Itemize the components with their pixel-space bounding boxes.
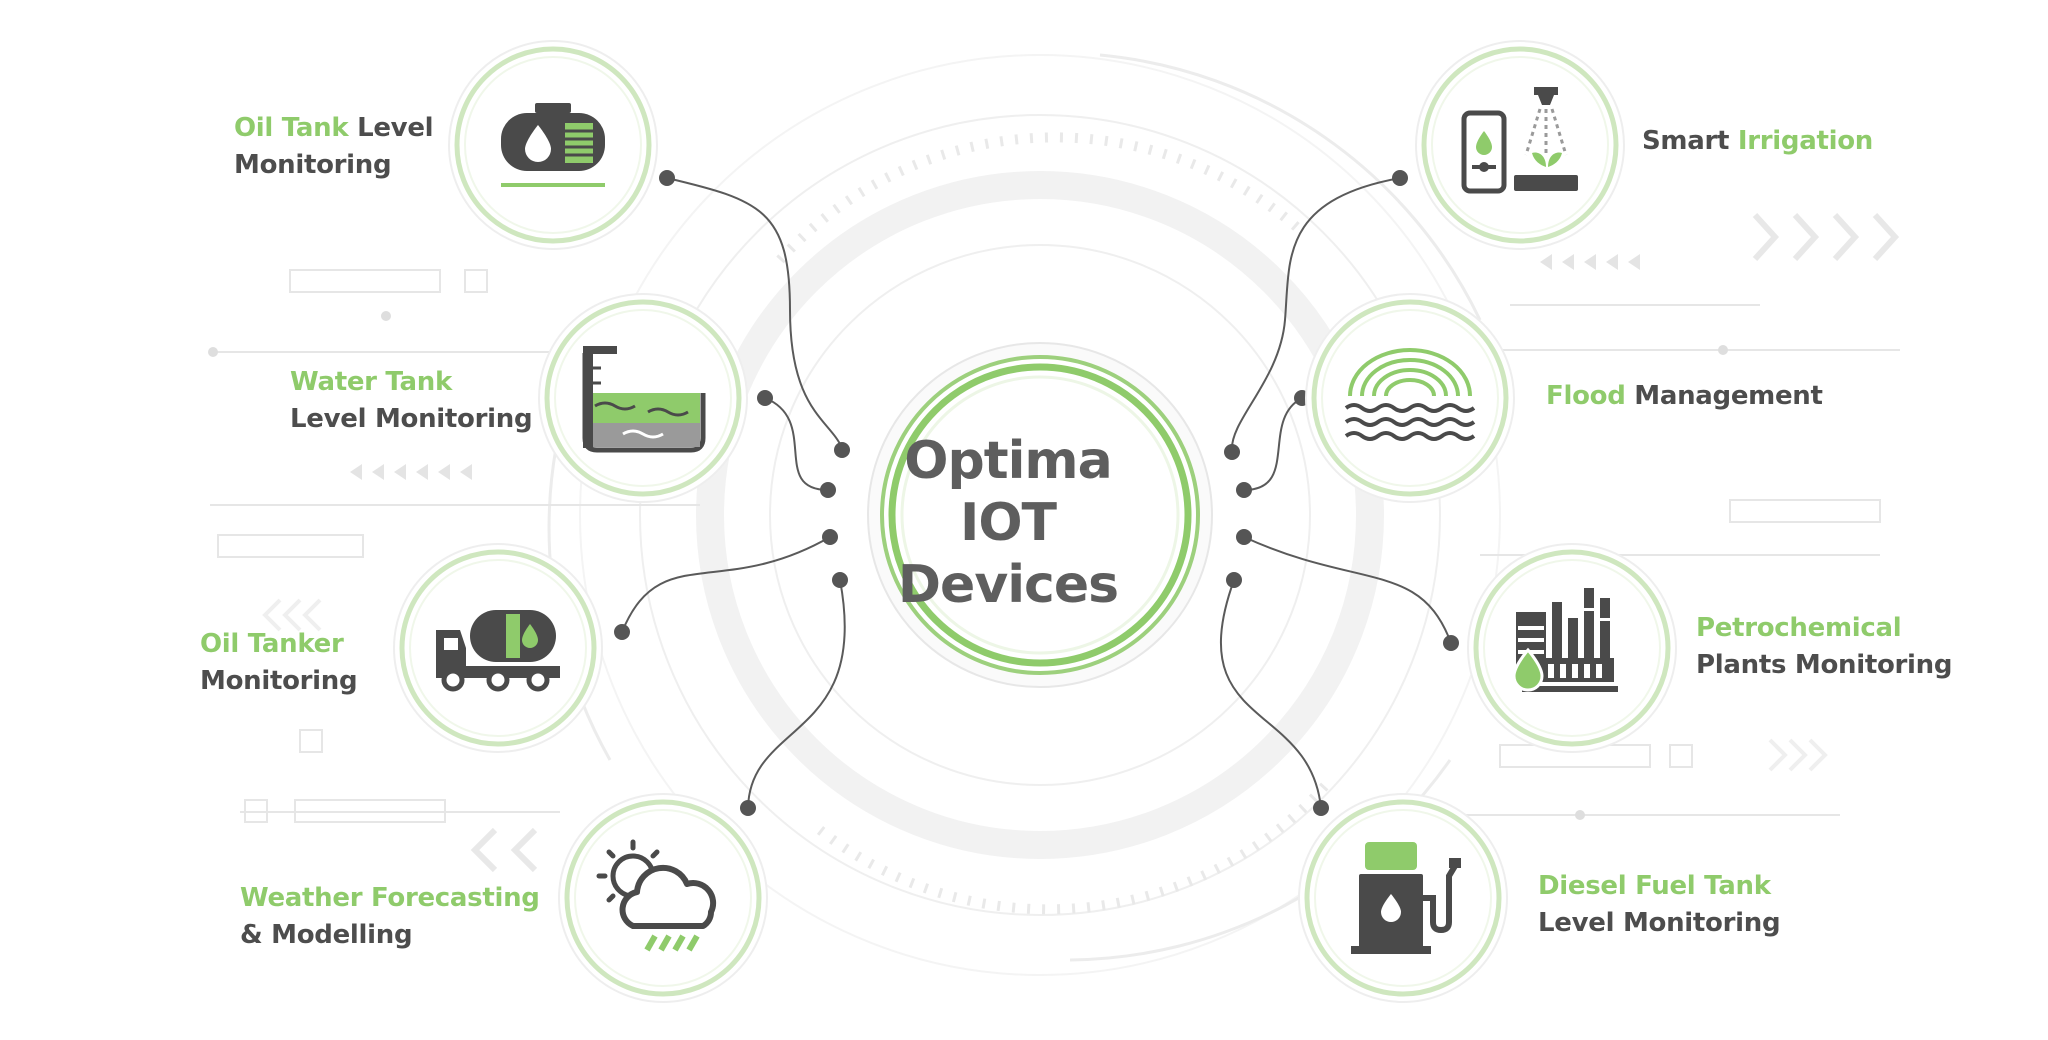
connector-dot	[757, 390, 773, 406]
label-diesel-accent: Diesel Fuel Tank	[1538, 871, 1771, 901]
label-water-tank: Water Tank Level Monitoring	[290, 364, 533, 438]
node-petrochemical	[1468, 544, 1676, 752]
connector-petrochemical	[1243, 536, 1452, 644]
oil-tank-icon	[501, 103, 605, 187]
connector-dot	[1313, 800, 1329, 816]
hub-title-line3: Devices	[897, 555, 1119, 615]
label-water-tank-accent: Water Tank	[290, 367, 452, 397]
hub-port	[1224, 444, 1240, 460]
hub-port	[832, 572, 848, 588]
connector-dot	[659, 170, 675, 186]
connector-dot	[1392, 170, 1408, 186]
connector-dot	[614, 624, 630, 640]
label-smart-irrigation-dark: Smart	[1642, 126, 1730, 156]
label-oil-tank-accent: Oil Tank	[234, 113, 349, 143]
petrochemical-plant-icon	[1512, 588, 1618, 692]
connector-irrigation	[1230, 177, 1401, 451]
connector-dot	[1443, 635, 1459, 651]
label-weather-line2: & Modelling	[240, 920, 413, 950]
label-smart-irrigation-accent: Irrigation	[1729, 126, 1873, 156]
label-petrochemical: Petrochemical Plants Monitoring	[1696, 610, 1952, 684]
water-tank-icon	[582, 346, 706, 453]
node-diesel	[1299, 794, 1507, 1002]
connector-water-tank	[764, 397, 829, 491]
connector-oil-tank	[666, 177, 843, 449]
connector-dot	[740, 800, 756, 816]
irrigation-icon	[1461, 87, 1578, 194]
weather-cloud-icon	[596, 839, 717, 952]
connector-flood	[1243, 397, 1303, 491]
hub-port	[1236, 529, 1252, 545]
hub-port	[1226, 572, 1242, 588]
label-diesel: Diesel Fuel Tank Level Monitoring	[1538, 868, 1781, 942]
label-oil-tank-rest: Level	[348, 113, 434, 143]
label-smart-irrigation: Smart Irrigation	[1642, 123, 1873, 160]
connector-diesel	[1220, 579, 1322, 809]
node-oil-tanker	[394, 544, 602, 752]
hub-port	[820, 482, 836, 498]
hub-title-line1: Optima	[904, 431, 1112, 491]
hub-port	[822, 529, 838, 545]
label-flood-accent: Flood	[1546, 381, 1626, 411]
label-oil-tanker-accent: Oil Tanker	[200, 629, 344, 659]
label-flood: Flood Management	[1546, 378, 1823, 415]
label-oil-tanker-line2: Monitoring	[200, 666, 358, 696]
node-water-tank	[539, 294, 747, 502]
label-petrochemical-line2: Plants Monitoring	[1696, 650, 1953, 680]
node-smart-irrigation	[1416, 41, 1624, 249]
flood-wave-icon	[1344, 348, 1476, 441]
hub-port	[834, 442, 850, 458]
label-oil-tank: Oil Tank Level Monitoring	[234, 110, 434, 184]
connector-weather	[747, 579, 846, 809]
label-oil-tanker: Oil Tanker Monitoring	[200, 626, 358, 700]
label-petrochemical-accent: Petrochemical	[1696, 613, 1902, 643]
tanker-truck-icon	[436, 610, 560, 692]
label-diesel-line2: Level Monitoring	[1538, 908, 1781, 938]
connector-oil-tanker	[621, 536, 831, 633]
label-flood-rest: Management	[1625, 381, 1823, 411]
hub-title: Optima IOT Devices	[858, 430, 1158, 616]
label-weather: Weather Forecasting & Modelling	[240, 880, 540, 954]
label-weather-accent: Weather Forecasting	[240, 883, 540, 913]
node-flood	[1306, 294, 1514, 502]
label-oil-tank-line2: Monitoring	[234, 150, 392, 180]
fuel-pump-icon	[1351, 842, 1461, 954]
label-water-tank-line2: Level Monitoring	[290, 404, 533, 434]
hub-port	[1236, 482, 1252, 498]
node-oil-tank	[449, 41, 657, 249]
hub-title-line2: IOT	[959, 493, 1057, 553]
node-weather	[559, 794, 767, 1002]
